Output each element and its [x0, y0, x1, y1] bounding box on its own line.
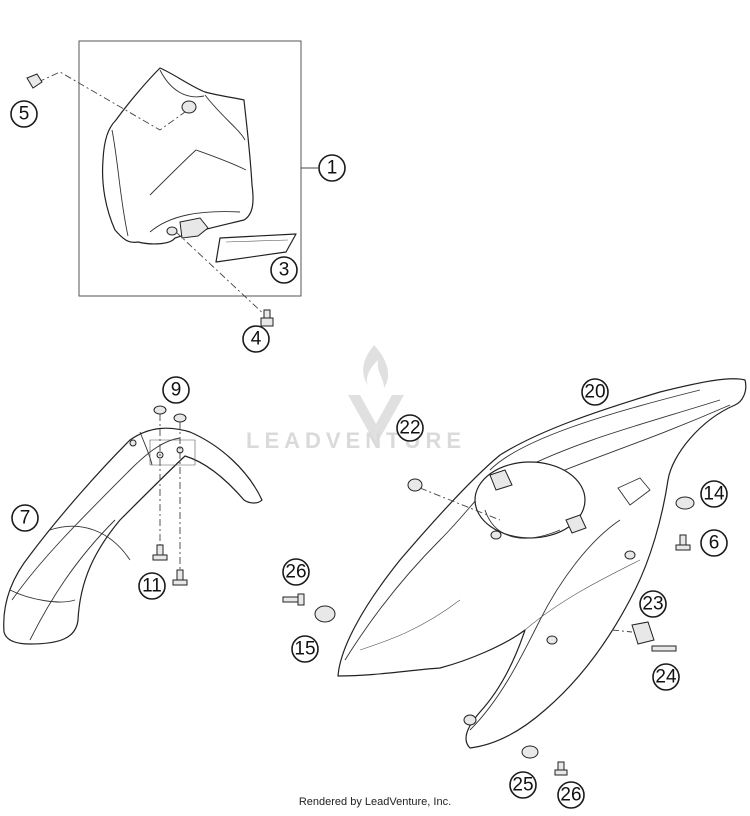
flame-logo-icon [348, 345, 404, 445]
screw-part-26-left [282, 593, 305, 606]
front-number-plate [101, 67, 254, 245]
callout-22[interactable]: 22 [396, 414, 424, 442]
front-fender [3, 427, 263, 645]
callout-5[interactable]: 5 [10, 100, 38, 128]
svg-text:26: 26 [560, 785, 581, 806]
leader-4 [175, 231, 269, 319]
svg-text:22: 22 [399, 418, 420, 439]
svg-text:5: 5 [19, 104, 30, 125]
svg-text:9: 9 [171, 380, 182, 401]
grommet-top [181, 100, 197, 114]
grommet-part-15 [314, 605, 336, 623]
svg-text:26: 26 [285, 562, 306, 583]
callout-7[interactable]: 7 [11, 504, 39, 532]
footer-credit: Rendered by LeadVenture, Inc. [298, 796, 452, 808]
svg-text:25: 25 [512, 775, 533, 796]
callout-9[interactable]: 9 [162, 376, 190, 404]
callout-24[interactable]: 24 [652, 663, 680, 691]
svg-text:20: 20 [584, 382, 605, 403]
svg-text:14: 14 [703, 484, 725, 505]
screws-part-11 [152, 544, 188, 586]
screw-part-6 [675, 534, 691, 551]
svg-text:4: 4 [251, 329, 262, 350]
decal-sticker [215, 233, 297, 263]
grommet-part-14 [675, 496, 695, 510]
screw-part-26-bottom [554, 761, 568, 776]
svg-text:6: 6 [709, 533, 720, 554]
svg-text:7: 7 [20, 508, 31, 529]
washers-part-9 [153, 405, 187, 423]
callout-26-left[interactable]: 26 [282, 558, 310, 586]
strap-clip [179, 217, 209, 239]
svg-text:24: 24 [655, 667, 677, 688]
callout-23[interactable]: 23 [639, 590, 667, 618]
leader-5 [37, 71, 186, 131]
grommet-part-22 [407, 478, 423, 492]
grommet-part-25 [521, 745, 539, 759]
callout-4[interactable]: 4 [242, 325, 270, 353]
callout-20[interactable]: 20 [581, 378, 609, 406]
callout-6[interactable]: 6 [700, 529, 728, 557]
svg-text:3: 3 [279, 260, 290, 281]
screw-part-4 [260, 309, 274, 327]
svg-text:23: 23 [642, 594, 663, 615]
callout-11[interactable]: 11 [138, 572, 166, 600]
svg-text:11: 11 [142, 576, 162, 597]
grommet-bottom [166, 226, 178, 236]
callout-3[interactable]: 3 [270, 256, 298, 284]
rear-fender [337, 378, 747, 749]
nut-part-23 [631, 621, 655, 645]
watermark-text: LEADVENTURE [246, 428, 466, 453]
callout-25[interactable]: 25 [509, 771, 537, 799]
callout-14[interactable]: 14 [700, 480, 728, 508]
leadventure-watermark: LEADVENTURE [246, 345, 466, 453]
callout-1[interactable]: 1 [318, 154, 346, 182]
svg-text:1: 1 [327, 158, 338, 179]
callout-15[interactable]: 15 [291, 635, 319, 663]
screw-part-5 [26, 73, 43, 89]
callout-26-bottom[interactable]: 26 [557, 781, 585, 809]
svg-text:15: 15 [294, 639, 315, 660]
screw-part-24 [651, 645, 677, 652]
assembly-frame [78, 40, 302, 297]
